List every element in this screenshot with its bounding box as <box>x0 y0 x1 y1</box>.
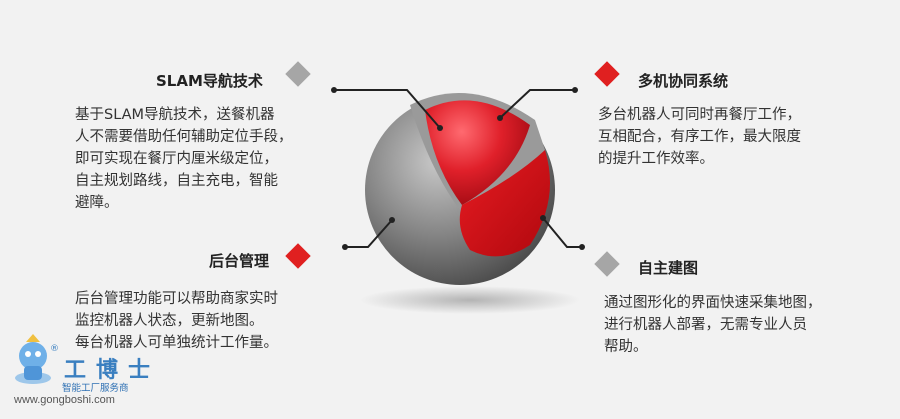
slam-line-2: 人不需要借助任何辅助定位手段， <box>75 129 293 145</box>
backend-description: 后台管理功能可以帮助商家实时 监控机器人状态，更新地图。 每台机器人可单独统计工… <box>75 288 335 354</box>
mapping-description: 通过图形化的界面快速采集地图， 进行机器人部署，无需专业人员 帮助。 <box>604 292 874 358</box>
mapping-line-2: 进行机器人部署，无需专业人员 <box>604 317 807 333</box>
slam-description: 基于SLAM导航技术，送餐机器 人不需要借助任何辅助定位手段， 即可实现在餐厅内… <box>75 104 345 214</box>
sphere-shadow <box>360 286 580 314</box>
connector-slam <box>334 89 441 129</box>
backend-line-1: 后台管理功能可以帮助商家实时 <box>75 291 278 307</box>
connector-multi <box>499 89 575 119</box>
logo-tagline: 智能工厂服务商 <box>62 383 129 394</box>
slam-line-4: 自主规划路线，自主充电，智能 <box>75 173 278 189</box>
slam-line-1: 基于SLAM导航技术，送餐机器 <box>75 107 275 123</box>
multi-description: 多台机器人可同时再餐厅工作， 互相配合，有序工作，最大限度 的提升工作效率。 <box>598 104 868 170</box>
mapping-line-1: 通过图形化的界面快速采集地图， <box>604 295 822 311</box>
multi-line-1: 多台机器人可同时再餐厅工作， <box>598 107 801 123</box>
logo-mascot-icon <box>15 334 51 384</box>
sphere-red-shell <box>459 150 550 257</box>
connector-backend <box>345 219 393 248</box>
backend-title: 后台管理 <box>209 252 270 270</box>
connectors <box>334 89 582 248</box>
backend-line-3: 每台机器人可单独统计工作量。 <box>75 335 278 351</box>
logo-url: www.gongboshi.com <box>14 394 115 406</box>
multi-title: 多机协同系统 <box>638 72 729 90</box>
sphere-red-core <box>425 100 530 205</box>
mapping-line-3: 帮助。 <box>604 339 648 355</box>
multi-line-2: 互相配合，有序工作，最大限度 <box>598 129 801 145</box>
slam-line-3: 即可实现在餐厅内厘米级定位， <box>75 151 278 167</box>
connector-mapping <box>542 217 582 248</box>
multi-line-3: 的提升工作效率。 <box>598 151 714 167</box>
logo-name: 工博士 <box>64 357 161 383</box>
mapping-title: 自主建图 <box>638 259 699 277</box>
slam-line-5: 避障。 <box>75 195 119 211</box>
connector-dots <box>331 87 585 250</box>
slam-title: SLAM导航技术 <box>156 72 263 90</box>
logo-registered-mark: ® <box>50 344 59 354</box>
backend-line-2: 监控机器人状态，更新地图。 <box>75 313 264 329</box>
